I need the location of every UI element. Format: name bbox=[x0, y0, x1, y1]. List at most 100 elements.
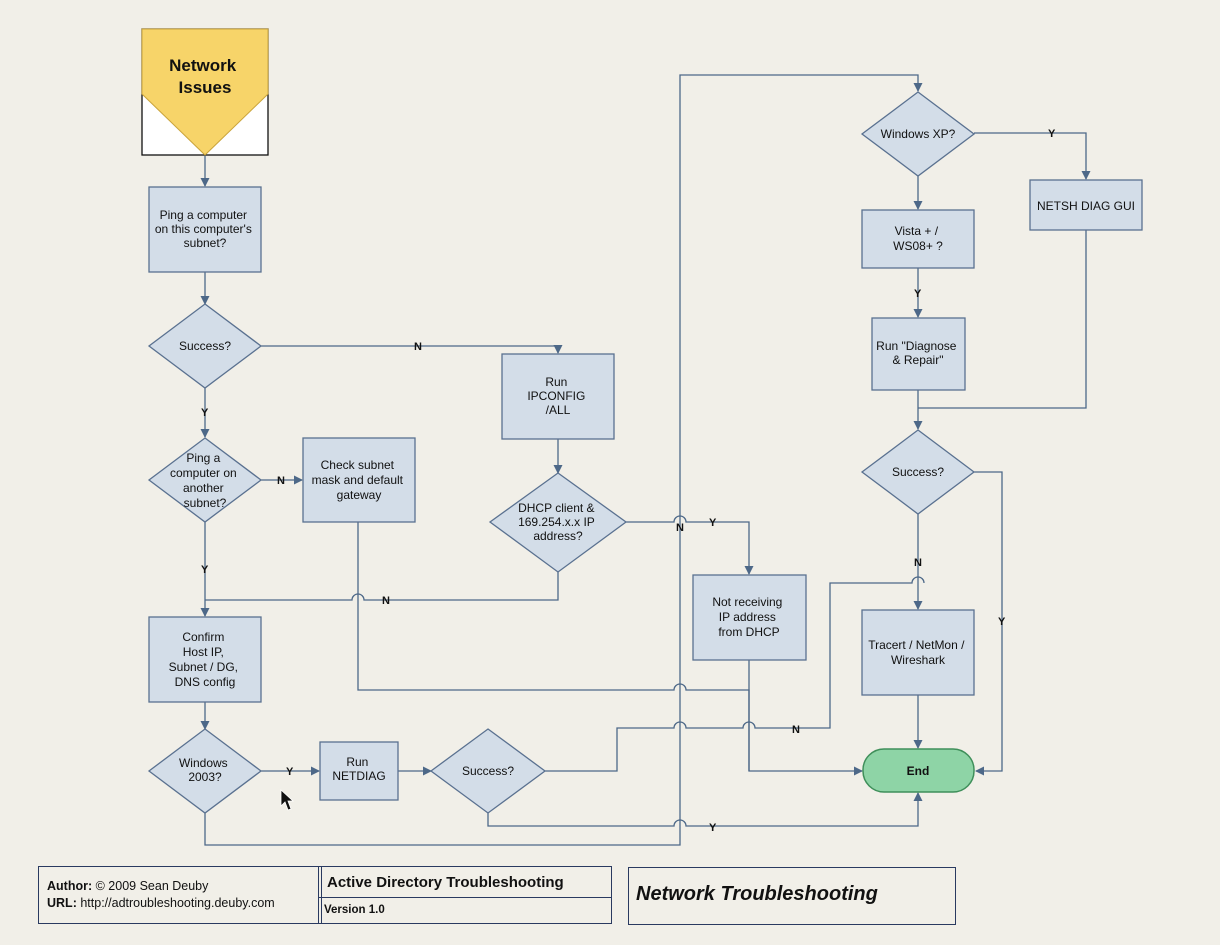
svg-text:DHCP client & 169.254.x.: DHCP client & 169.254.x.x IP address? bbox=[518, 501, 598, 543]
node-label-line: Host IP, bbox=[183, 645, 224, 659]
svg-text:Run NETDIAG: Run NETDIAG bbox=[332, 755, 385, 783]
document-title: Active Directory Troubleshooting bbox=[327, 874, 564, 891]
svg-text:Not receiving IP address: Not receiving IP address from DHCP bbox=[712, 595, 785, 639]
box-tracert: Tracert / NetMon / Wireshark bbox=[861, 609, 975, 696]
subject-box: Network Troubleshooting bbox=[628, 867, 956, 925]
svg-text:Vista + / WS08+ ?: Vista + / WS08+ ? bbox=[893, 224, 943, 253]
edge-label-success1-yes: Y bbox=[201, 407, 209, 419]
node-label-line: Not receiving bbox=[712, 595, 782, 609]
node-label-line: subnet? bbox=[184, 496, 227, 510]
node-label-line: NETSH DIAG GUI bbox=[1037, 199, 1135, 213]
edge-success3-yes-end bbox=[974, 471, 1003, 776]
node-label-line: Tracert / NetMon / bbox=[868, 638, 965, 652]
start-node: Network Issues bbox=[141, 28, 269, 156]
edge-label-dhcp-no: N bbox=[382, 595, 390, 607]
node-label-line: Run bbox=[346, 755, 368, 769]
edges bbox=[200, 74, 1091, 846]
edge-success2-yes-end bbox=[487, 792, 923, 827]
node-label-line: address? bbox=[533, 529, 583, 543]
end-label: End bbox=[907, 764, 930, 778]
node-label-line: Check subnet bbox=[321, 458, 395, 472]
node-label-line: Confirm bbox=[182, 630, 224, 644]
box-vista: Vista + / WS08+ ? bbox=[861, 209, 975, 269]
edge-labels: N Y N Y N Y N Y N Y Y Y N Y bbox=[201, 128, 1056, 834]
node-label-line: DHCP client & bbox=[518, 501, 594, 515]
svg-text:Run IPCONFIG /ALL: Run IPCONFIG /ALL bbox=[527, 375, 588, 417]
box-run-diagnose: Run "Diagnose & Repair" bbox=[871, 317, 966, 391]
box-netsh: NETSH DIAG GUI bbox=[1029, 179, 1143, 231]
svg-text:Ping a computer on: Ping a computer on another subnet? bbox=[170, 451, 240, 510]
start-label-line: Network bbox=[169, 56, 237, 75]
node-label-line: WS08+ ? bbox=[893, 239, 943, 253]
author-label: Author: bbox=[47, 879, 93, 893]
edge-xp-yes-netsh bbox=[974, 132, 1091, 180]
mouse-cursor-icon bbox=[280, 789, 295, 811]
svg-text:Check subnet mask and de: Check subnet mask and default gateway bbox=[312, 458, 407, 502]
node-label-line: on this computer's bbox=[155, 222, 252, 236]
node-label-line: 169.254.x.x IP bbox=[518, 515, 595, 529]
edge-dhcp-yes-not-receiving bbox=[626, 515, 754, 575]
node-label-line: Windows XP? bbox=[881, 127, 956, 141]
node-label-line: DNS config bbox=[175, 675, 236, 689]
node-label-line: Run "Diagnose bbox=[876, 339, 957, 353]
svg-text:Confirm Host IP, S: Confirm Host IP, Subnet / DG, DNS config bbox=[169, 630, 242, 689]
edge-success2-no-tracert bbox=[545, 576, 925, 772]
edge-label-dhcp-yes: Y bbox=[709, 517, 717, 529]
svg-text:Windows XP?: Windows XP? bbox=[881, 127, 956, 141]
node-label-line: 2003? bbox=[188, 770, 222, 784]
edge-label-success1-no: N bbox=[414, 341, 422, 353]
decision-dhcp-client: DHCP client & 169.254.x.x IP address? bbox=[488, 472, 628, 573]
svg-text:NETSH DIAG GUI: NETSH DIAG GUI bbox=[1037, 199, 1135, 213]
box-check-subnet: Check subnet mask and default gateway bbox=[302, 437, 416, 523]
edge-label-success3-no: N bbox=[914, 557, 922, 569]
title-divider bbox=[319, 897, 611, 898]
edge-check-subnet-to-end bbox=[357, 522, 863, 776]
svg-text:Run "Diagnose & Repair": Run "Diagnose & Repair" bbox=[876, 339, 960, 367]
start-label: Network Issues bbox=[169, 56, 241, 97]
node-label-line: another bbox=[183, 481, 224, 495]
node-label-line: Windows bbox=[179, 756, 228, 770]
edge-windows2003-no-to-xp bbox=[204, 74, 923, 846]
document-title-box: Active Directory Troubleshooting Version… bbox=[318, 866, 612, 924]
node-label-line: subnet? bbox=[184, 236, 227, 250]
node-label-line: Run bbox=[545, 375, 567, 389]
box-run-netdiag: Run NETDIAG bbox=[319, 741, 399, 801]
node-label-line: Success? bbox=[892, 465, 944, 479]
edge-label-windows2003-no: N bbox=[676, 522, 684, 534]
box-run-ipconfig: Run IPCONFIG /ALL bbox=[501, 353, 615, 440]
node-label-line: Success? bbox=[462, 764, 514, 778]
edge-label-xp-yes: Y bbox=[1048, 128, 1056, 140]
svg-text:Ping a computer on this: Ping a computer on this computer's subne… bbox=[155, 208, 255, 250]
decision-windows2003: Windows 2003? bbox=[147, 728, 263, 814]
document-version: Version 1.0 bbox=[324, 904, 385, 916]
box-not-receiving: Not receiving IP address from DHCP bbox=[692, 574, 807, 661]
edge-success1-no-ipconfig bbox=[261, 345, 563, 354]
svg-text:Success?: Success? bbox=[892, 465, 944, 479]
node-label-line: Success? bbox=[179, 339, 231, 353]
edge-label-ping-other-no: N bbox=[277, 475, 285, 487]
svg-text:Tracert / NetMon / Wires: Tracert / NetMon / Wireshark bbox=[868, 638, 968, 667]
node-label-line: mask and default bbox=[312, 473, 404, 487]
box-ping-subnet: Ping a computer on this computer's subne… bbox=[148, 186, 262, 273]
svg-text:Success?: Success? bbox=[179, 339, 231, 353]
subject-title: Network Troubleshooting bbox=[636, 883, 878, 905]
node-label-line: from DHCP bbox=[718, 625, 779, 639]
node-label-line: Vista + / bbox=[895, 224, 939, 238]
node-label-line: NETDIAG bbox=[332, 769, 385, 783]
edge-label-windows2003-yes: Y bbox=[286, 766, 294, 778]
edge-label-ping-other-yes: Y bbox=[201, 564, 209, 576]
svg-text:Success?: Success? bbox=[462, 764, 514, 778]
decision-success1: Success? bbox=[147, 303, 263, 389]
decision-success3: Success? bbox=[860, 429, 976, 515]
edge-dhcp-no-confirm bbox=[205, 572, 559, 601]
decision-success2: Success? bbox=[429, 728, 547, 814]
edge-label-success2-no: N bbox=[792, 724, 800, 736]
node-label-line: Ping a computer bbox=[160, 208, 247, 222]
end-node: End bbox=[862, 748, 975, 793]
url-line: URL: http://adtroubleshooting.deuby.com bbox=[47, 896, 275, 910]
url-label: URL: bbox=[47, 896, 77, 910]
node-label-line: IPCONFIG bbox=[527, 389, 585, 403]
node-label-line: gateway bbox=[337, 488, 382, 502]
start-label-line: Issues bbox=[179, 78, 232, 97]
